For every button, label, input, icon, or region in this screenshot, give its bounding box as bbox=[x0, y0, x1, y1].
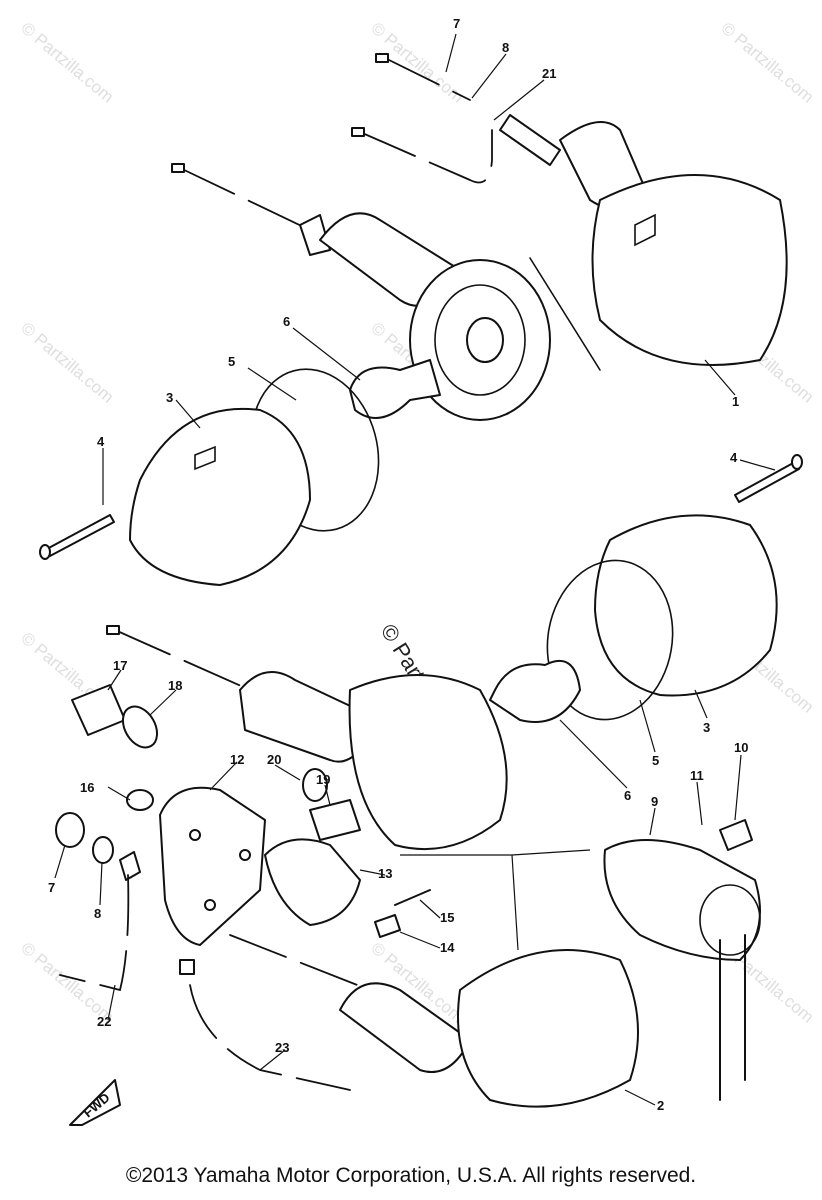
washer bbox=[126, 789, 154, 811]
wire-terminal bbox=[171, 163, 185, 173]
callout-10: 10 bbox=[734, 740, 748, 755]
wire-terminal bbox=[375, 53, 389, 63]
bulb-glass bbox=[349, 359, 441, 419]
mounting-hardware bbox=[55, 684, 431, 1091]
watermark: © Partzilla.com bbox=[717, 19, 817, 107]
flasher-stem bbox=[299, 214, 331, 256]
forward-direction-marker: FWD bbox=[69, 1079, 121, 1126]
wire-terminal bbox=[351, 127, 365, 137]
lower-right-lens-set bbox=[489, 514, 778, 723]
bulb-upper bbox=[349, 359, 441, 419]
wire-lead bbox=[114, 629, 251, 691]
callout-17: 17 bbox=[113, 658, 127, 673]
callout-18: 18 bbox=[168, 678, 182, 693]
mount-block bbox=[264, 838, 361, 926]
washer bbox=[92, 836, 114, 864]
lens-3-lower bbox=[594, 514, 778, 697]
callout-5: 5 bbox=[228, 354, 235, 369]
callout-1: 1 bbox=[732, 394, 739, 409]
callouts: 1 2 3 3 4 4 5 5 6 6 7 7 8 8 9 10 11 12 1… bbox=[48, 16, 748, 1113]
relay-bolt bbox=[719, 819, 753, 851]
watermark: © Partzilla.com bbox=[17, 319, 117, 407]
lens-screw bbox=[44, 514, 115, 557]
front-right-flasher bbox=[351, 53, 788, 366]
lens-gasket bbox=[546, 559, 674, 721]
callout-8: 8 bbox=[502, 40, 509, 55]
washer bbox=[121, 705, 159, 749]
lens-3-upper bbox=[129, 407, 311, 586]
wire-terminal bbox=[119, 851, 141, 881]
callout-15: 15 bbox=[440, 910, 454, 925]
bulb-glass bbox=[489, 659, 581, 723]
wire-terminal bbox=[106, 625, 120, 635]
lens-2 bbox=[457, 949, 639, 1108]
wire-lead bbox=[384, 57, 471, 101]
callout-4: 4 bbox=[97, 434, 105, 449]
cotter-pin bbox=[394, 889, 431, 906]
callout-21: 21 bbox=[542, 66, 556, 81]
flasher-housing bbox=[339, 982, 471, 1073]
callout-2: 2 bbox=[657, 1098, 664, 1113]
upper-left-lens-set bbox=[39, 368, 380, 586]
callout-7: 7 bbox=[48, 880, 55, 895]
callout-5: 5 bbox=[652, 753, 659, 768]
washer bbox=[302, 768, 328, 802]
callout-23: 23 bbox=[275, 1040, 289, 1055]
wire-lead bbox=[229, 934, 371, 991]
relay-body bbox=[603, 839, 761, 961]
callout-11: 11 bbox=[690, 768, 704, 783]
leader-lines bbox=[54, 33, 776, 1106]
flasher-stem bbox=[499, 114, 561, 166]
callout-20: 20 bbox=[267, 752, 281, 767]
rear-right-flasher bbox=[171, 163, 601, 421]
callout-6: 6 bbox=[624, 788, 631, 803]
front-left-flasher bbox=[106, 625, 508, 851]
lens-cap bbox=[348, 674, 508, 851]
copyright-notice: ©2013 Yamaha Motor Corporation, U.S.A. A… bbox=[125, 1164, 697, 1187]
callout-22: 22 bbox=[97, 1014, 111, 1029]
ground-terminal bbox=[179, 959, 195, 975]
pivot-pin bbox=[374, 914, 401, 938]
callout-3: 3 bbox=[166, 390, 173, 405]
mounting-bolt bbox=[309, 799, 361, 841]
wire-lead bbox=[189, 984, 351, 1091]
callout-16: 16 bbox=[80, 780, 94, 795]
nut bbox=[55, 812, 85, 848]
bracket-plate bbox=[159, 786, 266, 946]
rear-left-flasher bbox=[229, 934, 639, 1108]
wire-lead bbox=[179, 167, 311, 231]
lens-body-1 bbox=[591, 174, 788, 366]
callout-4: 4 bbox=[730, 450, 738, 465]
callout-14: 14 bbox=[440, 940, 455, 955]
wire-lead bbox=[359, 129, 493, 184]
callout-6: 6 bbox=[283, 314, 290, 329]
watermark: © Partzilla.com bbox=[17, 19, 117, 107]
callout-12: 12 bbox=[230, 752, 244, 767]
callout-8: 8 bbox=[94, 906, 101, 921]
wire-lead bbox=[59, 874, 130, 992]
callout-9: 9 bbox=[651, 794, 658, 809]
callout-3: 3 bbox=[703, 720, 710, 735]
callout-13: 13 bbox=[378, 866, 392, 881]
callout-19: 19 bbox=[316, 772, 330, 787]
flasher-relay bbox=[603, 819, 761, 1101]
callout-7: 7 bbox=[453, 16, 460, 31]
